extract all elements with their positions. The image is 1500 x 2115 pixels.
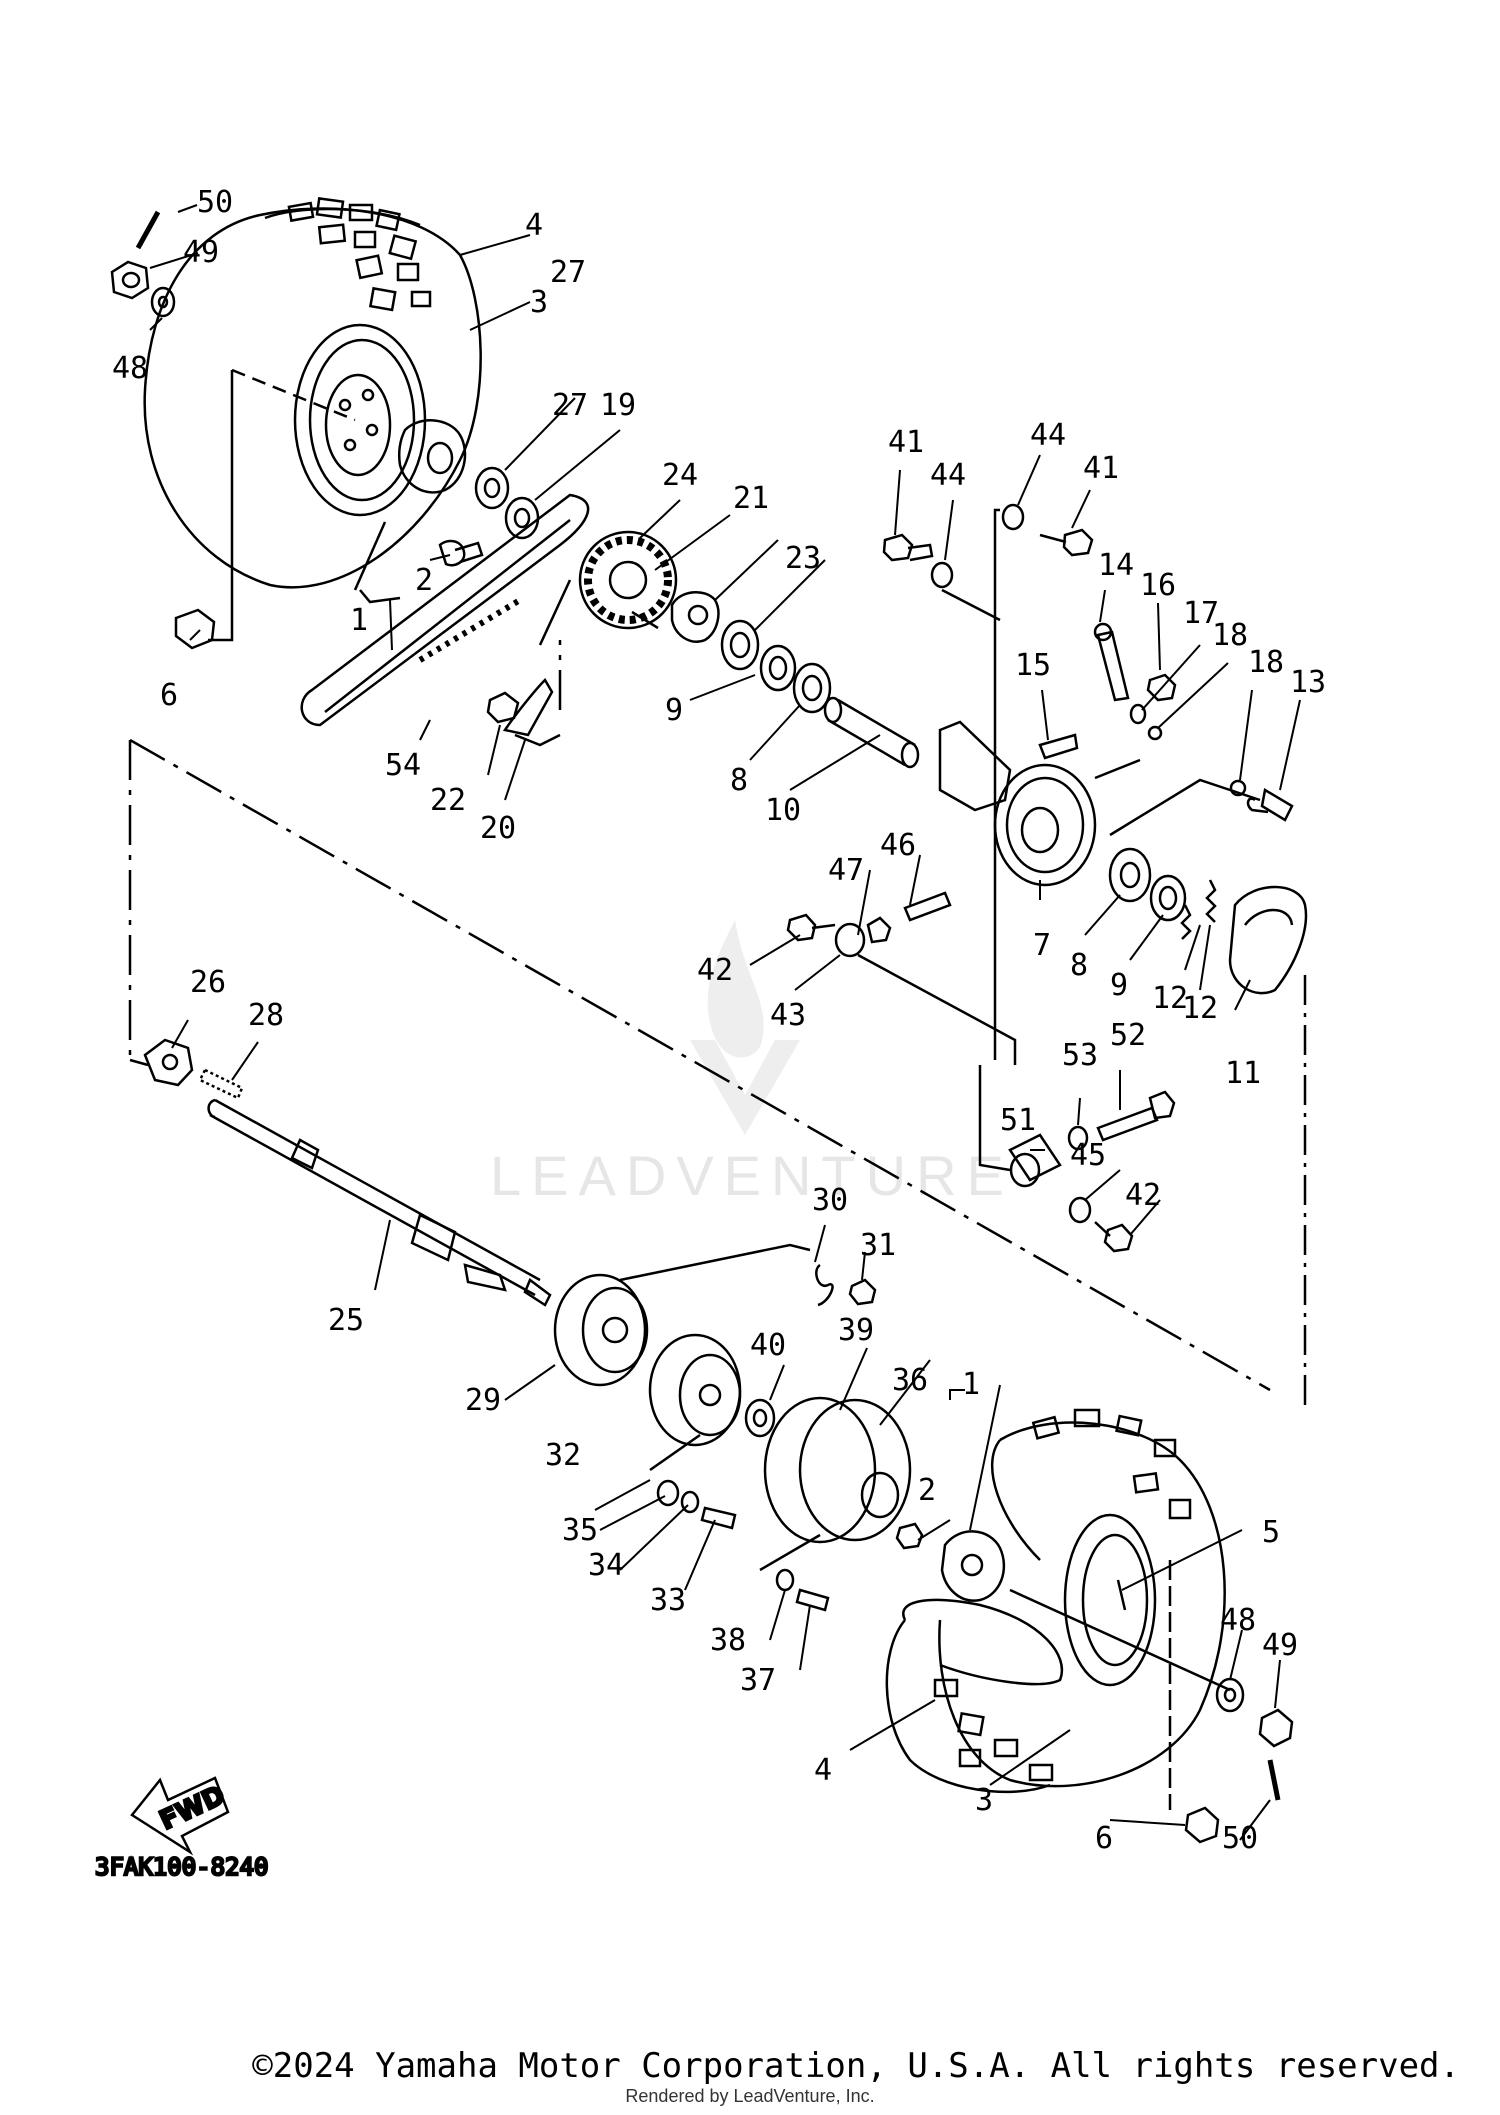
- watermark-text: LEADVENTURE: [490, 1144, 1014, 1207]
- callout-41: 41: [888, 425, 924, 460]
- wheel-lower: [885, 1408, 1294, 1844]
- callout-4: 4: [814, 1753, 832, 1788]
- callout-4: 4: [525, 208, 543, 243]
- callout-24: 24: [662, 458, 698, 493]
- wheel-upper: [143, 196, 482, 642]
- callout-27: 27: [552, 388, 588, 423]
- callout-49: 49: [1262, 1628, 1298, 1663]
- callout-1: 1: [350, 603, 368, 638]
- callout-10: 10: [765, 793, 801, 828]
- chain-sprocket: [300, 493, 920, 769]
- callout-8: 8: [1070, 948, 1088, 983]
- callout-47: 47: [828, 853, 864, 888]
- callout-42: 42: [1125, 1178, 1161, 1213]
- callout-17: 17: [1183, 596, 1219, 631]
- callout-3: 3: [975, 1783, 993, 1818]
- callout-12: 12: [1182, 991, 1218, 1026]
- callout-16: 16: [1140, 568, 1176, 603]
- leader-lines: [149, 204, 1301, 1841]
- callout-30: 30: [812, 1183, 848, 1218]
- callout-7: 7: [1033, 928, 1051, 963]
- callout-32: 32: [545, 1438, 581, 1473]
- part-code: 3FAK100-8240: [95, 1853, 268, 1881]
- callout-52: 52: [1110, 1018, 1146, 1053]
- callout-26: 26: [190, 965, 226, 1000]
- callout-51: 51: [1000, 1103, 1036, 1138]
- callout-28: 28: [248, 998, 284, 1033]
- fwd-arrow-icon: FWD: [130, 1776, 231, 1856]
- callout-44: 44: [1030, 418, 1066, 453]
- callout-33: 33: [650, 1583, 686, 1618]
- callout-29: 29: [465, 1383, 501, 1418]
- callout-6: 6: [160, 678, 178, 713]
- callout-14: 14: [1098, 548, 1134, 583]
- hub-parts: [553, 1243, 912, 1612]
- callout-21: 21: [733, 481, 769, 516]
- middle-parts: [786, 891, 1176, 1253]
- watermark: LEADVENTURE: [490, 920, 1014, 1207]
- callout-38: 38: [710, 1623, 746, 1658]
- callout-35: 35: [562, 1513, 598, 1548]
- callout-8: 8: [730, 763, 748, 798]
- callout-44: 44: [930, 458, 966, 493]
- callout-45: 45: [1070, 1138, 1106, 1173]
- callout-9: 9: [1110, 968, 1128, 1003]
- callout-5: 5: [1262, 1515, 1280, 1550]
- callout-42: 42: [697, 953, 733, 988]
- callout-31: 31: [860, 1228, 896, 1263]
- callout-34: 34: [588, 1548, 624, 1583]
- axle-assembly: [143, 1038, 552, 1307]
- callout-19: 19: [600, 388, 636, 423]
- copyright-notice: ©2024 Yamaha Motor Corporation, U.S.A. A…: [252, 2046, 1460, 2086]
- callout-54: 54: [385, 748, 421, 783]
- guide-lines: [128, 640, 1271, 1392]
- rendered-by-note: Rendered by LeadVenture, Inc.: [625, 2086, 875, 2106]
- callout-15: 15: [1015, 648, 1051, 683]
- callout-18: 18: [1248, 645, 1284, 680]
- brake-assembly: [882, 503, 1308, 1410]
- callout-53: 53: [1062, 1038, 1098, 1073]
- callout-37: 37: [740, 1663, 776, 1698]
- callout-2: 2: [918, 1473, 936, 1508]
- callout-23: 23: [785, 541, 821, 576]
- callout-49: 49: [183, 235, 219, 270]
- callout-12: 12: [1152, 981, 1188, 1016]
- callout-39: 39: [838, 1313, 874, 1348]
- callout-50: 50: [1222, 1821, 1258, 1856]
- callout-20: 20: [480, 811, 516, 846]
- callout-41: 41: [1083, 451, 1119, 486]
- callout-48: 48: [1220, 1603, 1256, 1638]
- callout-3: 3: [530, 285, 548, 320]
- callout-50: 50: [197, 185, 233, 220]
- callout-6: 6: [1095, 1821, 1113, 1856]
- callout-27: 27: [550, 255, 586, 290]
- callout-25: 25: [328, 1303, 364, 1338]
- callout-2: 2: [415, 563, 433, 598]
- callout-1: 1: [962, 1367, 980, 1402]
- callout-36: 36: [892, 1363, 928, 1398]
- callout-43: 43: [770, 998, 806, 1033]
- callout-9: 9: [665, 693, 683, 728]
- callout-46: 46: [880, 828, 916, 863]
- callout-13: 13: [1290, 665, 1326, 700]
- callout-11: 11: [1225, 1056, 1261, 1091]
- callout-48: 48: [112, 351, 148, 386]
- callout-18: 18: [1212, 618, 1248, 653]
- callout-22: 22: [430, 783, 466, 818]
- callout-40: 40: [750, 1328, 786, 1363]
